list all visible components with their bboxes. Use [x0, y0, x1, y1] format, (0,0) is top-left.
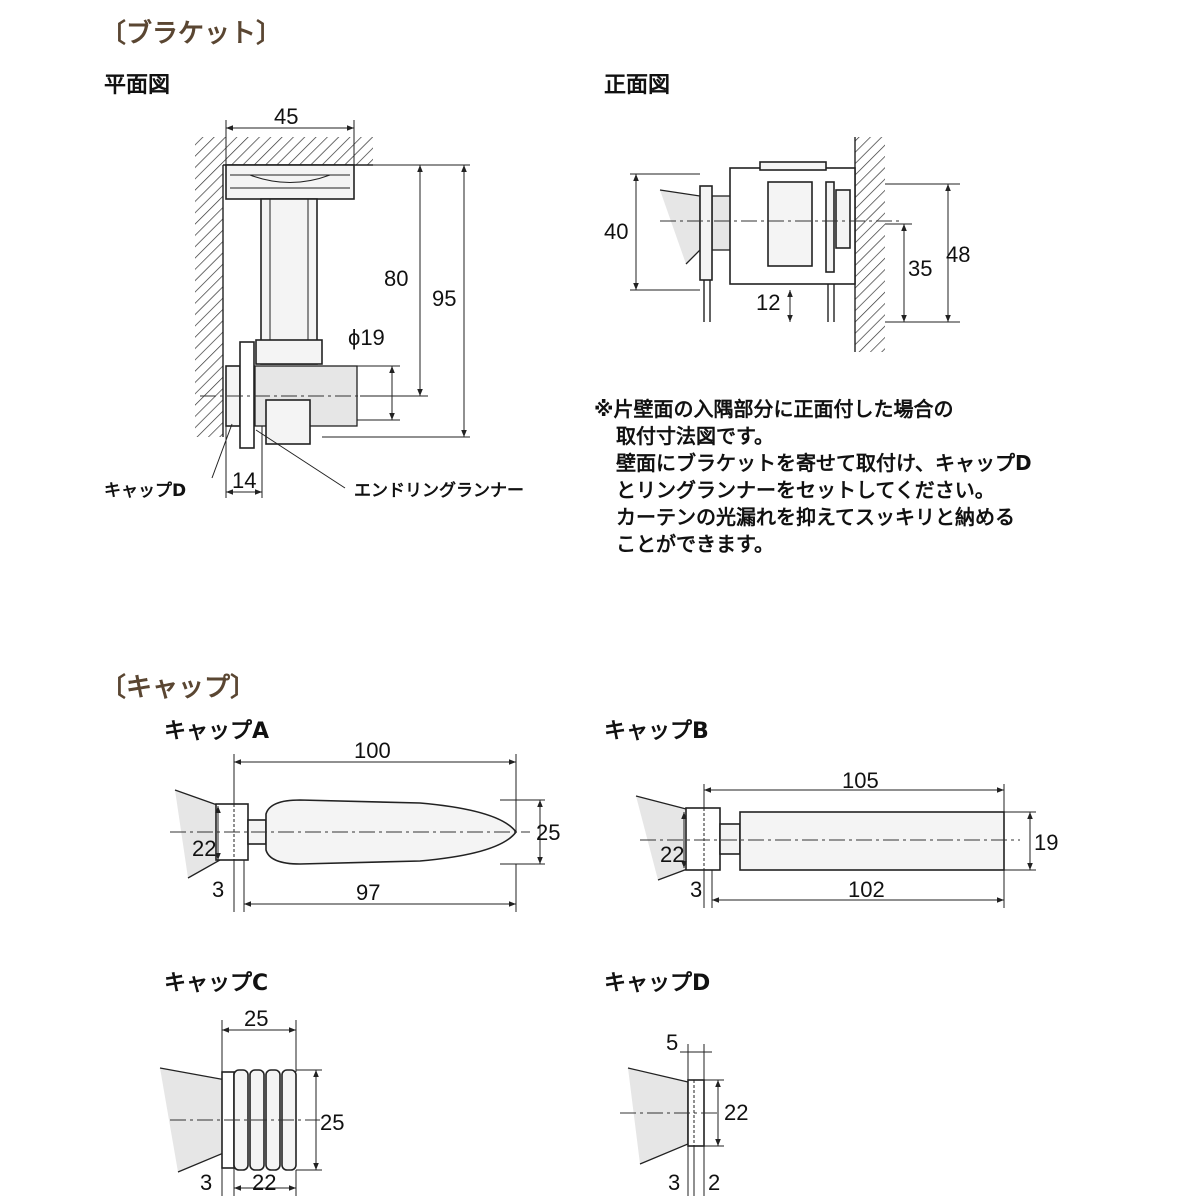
dim-cap-c-3: 3: [200, 1170, 212, 1195]
dim-cap-a-100: 100: [354, 738, 391, 763]
note-line-3: 壁面にブラケットを寄せて取付け、キャップD: [616, 451, 1032, 475]
cap-c-drawing: [159, 1020, 322, 1196]
front-wall: [855, 137, 885, 352]
cap-a-drawing: [170, 754, 545, 912]
dim-plan-45: 45: [274, 104, 298, 129]
front-view-title: 正面図: [604, 73, 670, 98]
dim-cap-c-25-top: 25: [244, 1006, 268, 1031]
dim-cap-a-3: 3: [212, 877, 224, 902]
front-view-drawing: [630, 137, 960, 352]
note-line-5: カーテンの光漏れを抑えてスッキリと納める: [616, 505, 1015, 529]
dim-cap-b-22: 22: [660, 842, 684, 867]
dim-cap-b-102: 102: [848, 877, 885, 902]
dim-cap-c-25-side: 25: [320, 1110, 344, 1135]
dim-front-35: 35: [908, 256, 932, 281]
dim-cap-d-2: 2: [708, 1170, 720, 1195]
cap-d-title: キャップD: [604, 971, 710, 996]
dim-front-40: 40: [604, 219, 628, 244]
dim-cap-a-97: 97: [356, 880, 380, 905]
dim-front-48: 48: [946, 242, 970, 267]
note-line-2: 取付寸法図です。: [616, 424, 774, 448]
dim-plan-14: 14: [232, 468, 256, 493]
cap-b-cylinder: [739, 811, 1005, 871]
note-line-1: ※片壁面の入隅部分に正面付した場合の: [594, 397, 953, 421]
cap-d-drawing: [620, 1044, 724, 1196]
plan-wall-side: [195, 137, 223, 437]
cap-section-title: 〔キャップ〕: [100, 673, 256, 703]
plan-wall-top: [195, 137, 373, 165]
dim-cap-d-5: 5: [666, 1030, 678, 1055]
cap-b-drawing: [635, 784, 1036, 908]
dim-cap-d-3: 3: [668, 1170, 680, 1195]
front-ring-runner: [699, 185, 713, 281]
front-rod: [659, 189, 701, 265]
dim-cap-c-22: 22: [252, 1170, 276, 1195]
dim-cap-b-19: 19: [1034, 830, 1058, 855]
dim-cap-a-22: 22: [192, 836, 216, 861]
dim-cap-b-3: 3: [690, 877, 702, 902]
plan-end-runner-ring: [239, 341, 255, 449]
dim-front-12: 12: [756, 290, 780, 315]
bracket-section-title: 〔ブラケット〕: [100, 18, 282, 49]
cap-c-title: キャップC: [164, 971, 268, 996]
note-line-6: ことができます。: [616, 532, 774, 556]
dim-plan-80: 80: [384, 266, 408, 291]
dim-plan-phi19: ϕ19: [348, 325, 385, 350]
dim-plan-95: 95: [432, 286, 456, 311]
plan-view-title: 平面図: [104, 73, 170, 98]
dim-cap-d-22: 22: [724, 1100, 748, 1125]
label-cap-d: キャップD: [104, 480, 186, 501]
label-end-ring-runner: エンドリングランナー: [354, 480, 524, 501]
plan-view-drawing: [195, 120, 470, 498]
dim-cap-a-25: 25: [536, 820, 560, 845]
dim-cap-b-105: 105: [842, 768, 879, 793]
note-line-4: とリングランナーをセットしてください。: [616, 478, 995, 502]
cap-b-title: キャップB: [604, 719, 709, 744]
cap-a-title: キャップA: [164, 719, 269, 744]
